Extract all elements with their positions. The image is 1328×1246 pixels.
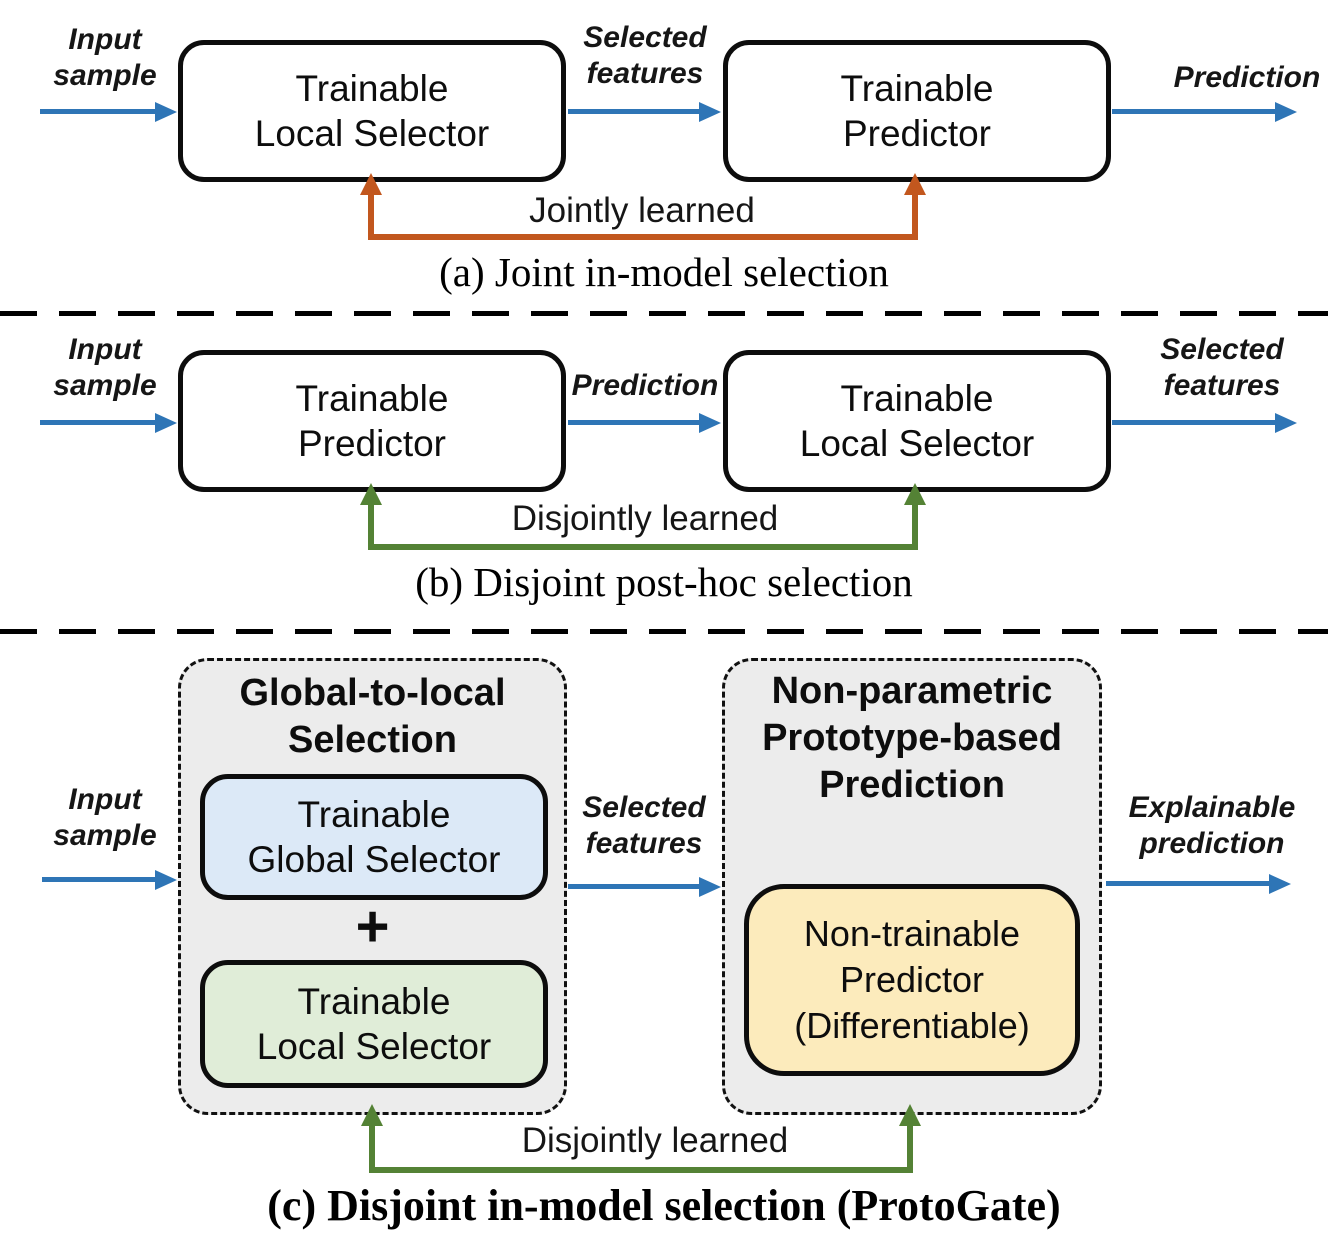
panel-a-predictor-box: Trainable Predictor [723,40,1111,182]
panel-b-prediction-label: Prediction [571,369,719,402]
panel-b-selected-features-label: Selected features [1160,333,1284,402]
panel-b-mid-arrow [568,420,700,425]
panel-b-loop-label: Disjointly learned [511,499,779,538]
panel-c-local-selector-box: Trainable Local Selector [200,960,548,1088]
panel-b-predictor-box: Trainable Predictor [178,350,566,492]
panel-b-input-label: Input sample [53,333,157,402]
panel-c-selected-features-label: Selected features [582,791,706,860]
panel-b-caption: (b) Disjoint post-hoc selection [415,559,913,605]
panel-c-prediction-group-title: Non-parametric Prototype-based Predictio… [762,670,1062,806]
panel-c-selection-group-title: Global-to-local Selection [239,672,506,761]
panel-a-prediction-label: Prediction [1173,61,1321,94]
panel-a-input-label: Input sample [53,23,157,92]
panel-a-jointly-learned-loop-arrow [360,173,926,240]
panel-c-input-arrow [42,877,156,882]
panel-a-input-arrow [40,109,156,114]
panel-a-caption: (a) Joint in-model selection [439,249,889,295]
panel-c-output-arrow [1106,881,1270,886]
panel-c-plus-sign: + [355,894,390,959]
panel-c-mid-arrow [568,884,700,889]
panel-a-local-selector-box: Trainable Local Selector [178,40,566,182]
panel-b-disjointly-learned-loop-arrow [360,483,926,550]
panel-b-input-arrow [40,420,156,425]
panel-c-loop-label: Disjointly learned [521,1121,789,1160]
panel-a-output-arrow [1112,109,1276,114]
panel-c-input-label: Input sample [53,783,157,852]
panel-c-caption: (c) Disjoint in-model selection (ProtoGa… [267,1181,1061,1230]
panel-a-loop-label: Jointly learned [529,191,755,230]
separator-1 [0,311,1328,316]
panel-c-global-selector-box: Trainable Global Selector [200,774,548,900]
panel-c-disjointly-learned-loop-arrow [361,1104,921,1173]
panel-c-non-trainable-predictor-box: Non-trainable Predictor (Differentiable) [744,884,1080,1076]
panel-b-output-arrow [1112,420,1276,425]
panel-a-selected-features-label: Selected features [583,21,707,90]
separator-2 [0,629,1328,634]
panel-a-mid-arrow [568,109,700,114]
panel-c-explainable-prediction-label: Explainable prediction [1128,791,1296,860]
panel-b-local-selector-box: Trainable Local Selector [723,350,1111,492]
